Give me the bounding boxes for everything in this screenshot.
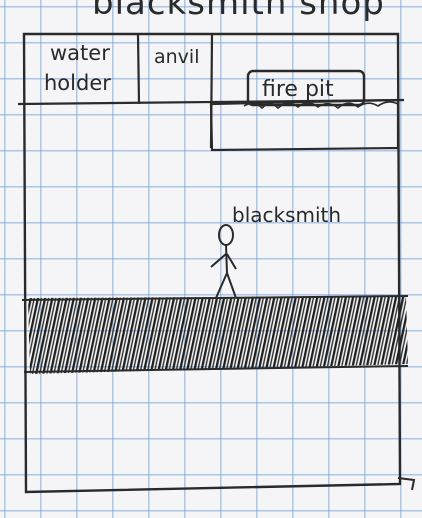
fire-pit-room (209, 98, 400, 152)
water-label-line2: holder (44, 71, 111, 95)
blacksmith-label: blacksmith (232, 203, 341, 227)
shop-outline (22, 32, 402, 494)
fire-pit-label: fire pit (262, 77, 334, 102)
band-top-edge (21, 295, 409, 301)
page-title: blacksmith shop (92, 0, 385, 23)
anvil-label: anvil (154, 46, 200, 68)
water-label-line1: water (50, 41, 110, 65)
fire-pit-box (246, 69, 366, 107)
fire-pit-flames (243, 101, 399, 110)
corner-scribble (397, 477, 416, 491)
hatched-band (28, 296, 408, 374)
band-bottom-edge (23, 365, 409, 373)
blacksmith-figure (210, 224, 237, 299)
water-anvil-divider (136, 34, 141, 105)
